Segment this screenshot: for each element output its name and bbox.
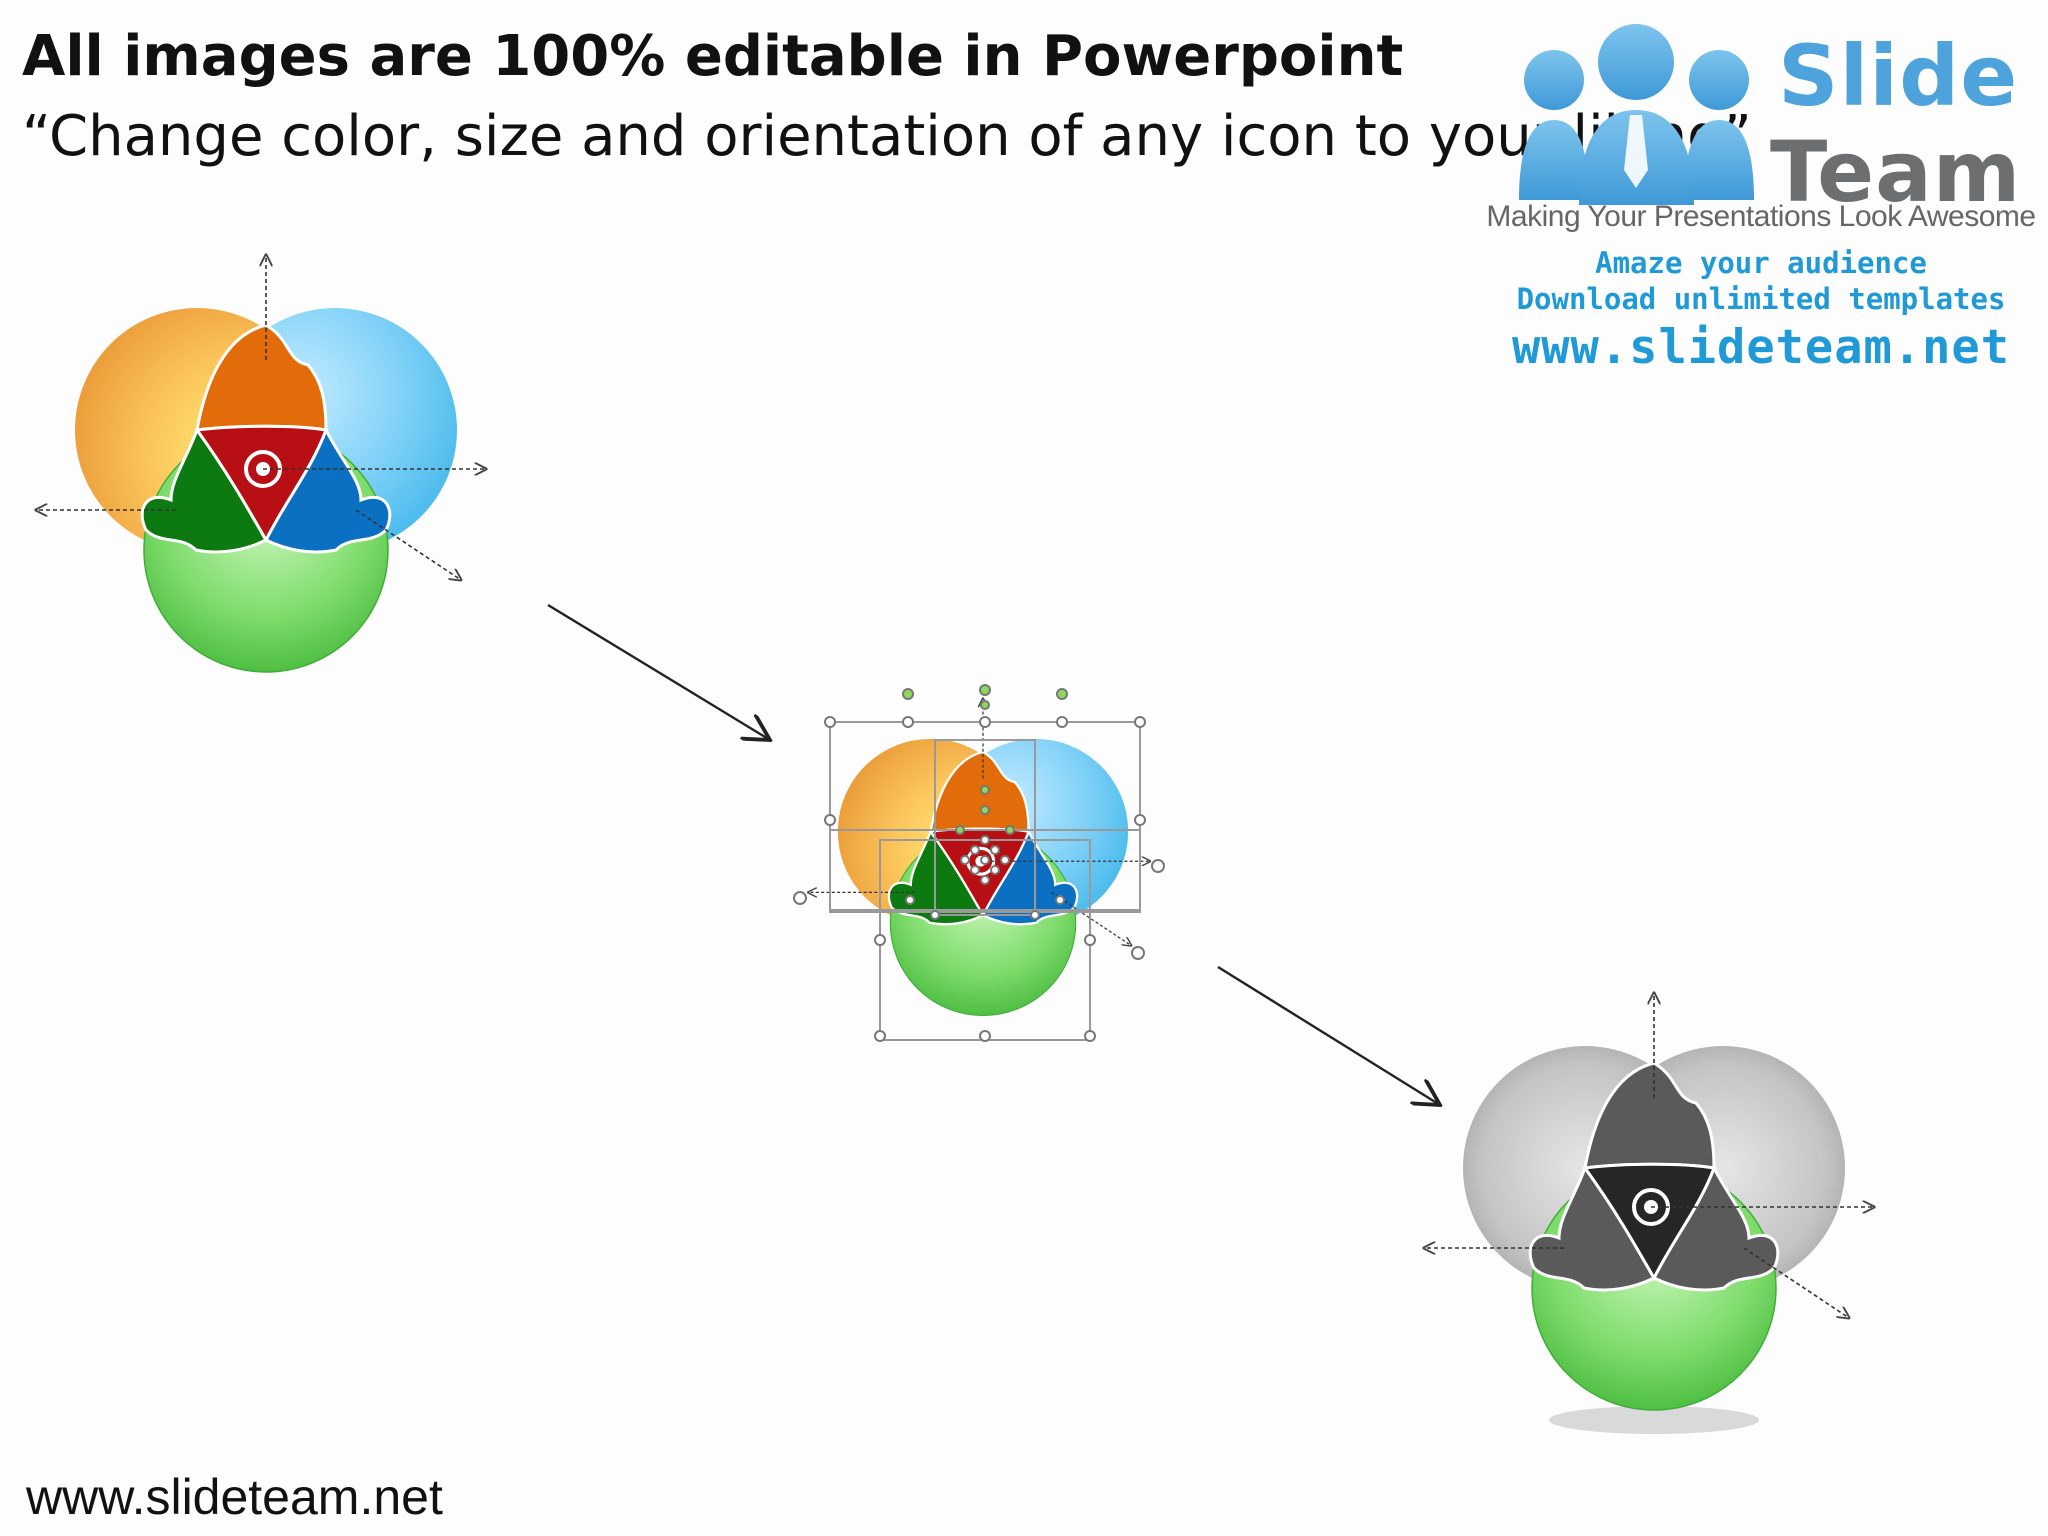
venn-original: [36, 255, 486, 672]
shadow: [1549, 1406, 1759, 1434]
venn-diagram-recolored[interactable]: [1424, 993, 1874, 1434]
logo-brand-team: Team: [1770, 123, 2022, 221]
footer-url[interactable]: www.slideteam.net: [26, 1469, 443, 1525]
logo-promo-line2: Download unlimited templates: [1516, 282, 2006, 316]
logo-brand-slide: Slide: [1778, 27, 2019, 125]
flow-arrow-1: [547, 603, 770, 740]
flow-arrow-2: [1217, 965, 1440, 1105]
slideteam-logo[interactable]: Slide Team Making Your Presentations Loo…: [1470, 20, 2040, 380]
selection-handles[interactable]: [793, 684, 1165, 1042]
logo-tagline: Making Your Presentations Look Awesome: [1486, 200, 2036, 233]
venn-diagram-original[interactable]: [36, 255, 486, 672]
logo-promo-url[interactable]: www.slideteam.net: [1511, 320, 2011, 375]
venn-editing: [808, 699, 1150, 1016]
logo-promo-line1: Amaze your audience: [1595, 246, 1927, 280]
slide-title: All images are 100% editable in Powerpoi…: [22, 24, 1404, 89]
venn-recolored-shapes: [1424, 993, 1874, 1411]
people-icon: [1519, 24, 1754, 205]
slide-subtitle: “Change color, size and orientation of a…: [22, 104, 1752, 169]
venn-diagram-editing[interactable]: [808, 699, 1150, 1016]
